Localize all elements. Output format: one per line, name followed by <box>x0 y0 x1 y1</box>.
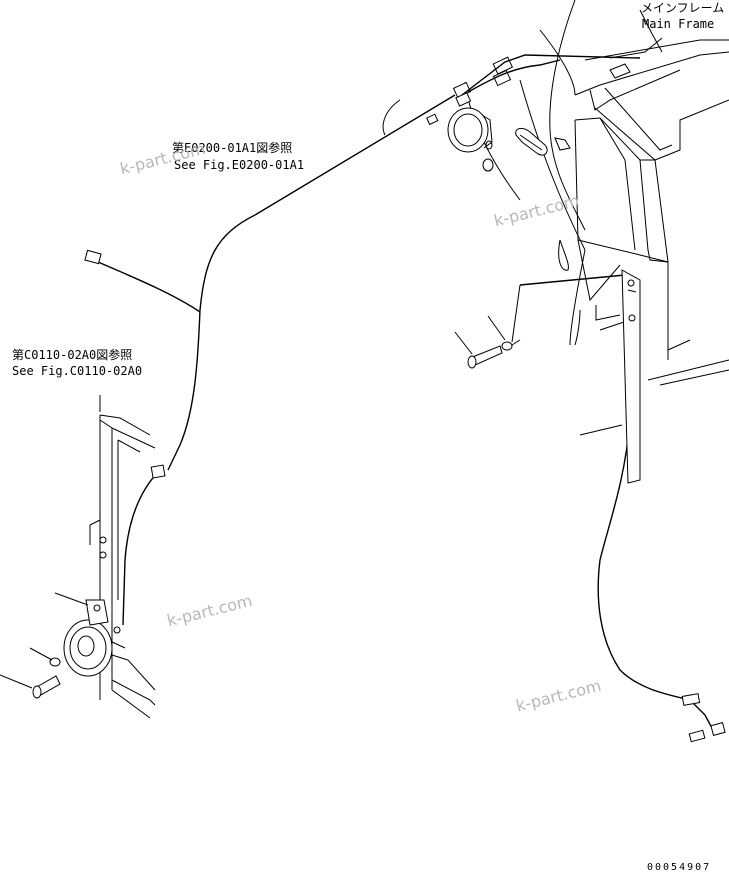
frame-cover-plate <box>447 107 494 172</box>
harness-bracket <box>579 269 641 484</box>
main-frame-label-jp: メインフレーム <box>641 1 725 15</box>
main-frame-structure <box>382 0 729 386</box>
bolt-washer-right <box>454 284 521 369</box>
main-frame-label-en: Main Frame <box>642 17 715 31</box>
ref-c0110-label-jp: 第C0110-02A0図参照 <box>12 348 133 362</box>
leader-main-frame <box>609 37 663 59</box>
ref-e0200-label-jp: 第E0200-01A1図参照 <box>172 141 293 155</box>
fitting <box>554 137 571 151</box>
ref-e0200-label-en: See Fig.E0200-01A1 <box>174 158 305 172</box>
ref-c0110-label-en: See Fig.C0110-02A0 <box>12 364 143 378</box>
harness-end-connectors <box>84 249 726 743</box>
drawing-code: 00054907 <box>647 862 712 873</box>
bolt-washer-left <box>0 592 89 699</box>
horn <box>63 599 121 677</box>
slot-plate <box>515 127 548 156</box>
